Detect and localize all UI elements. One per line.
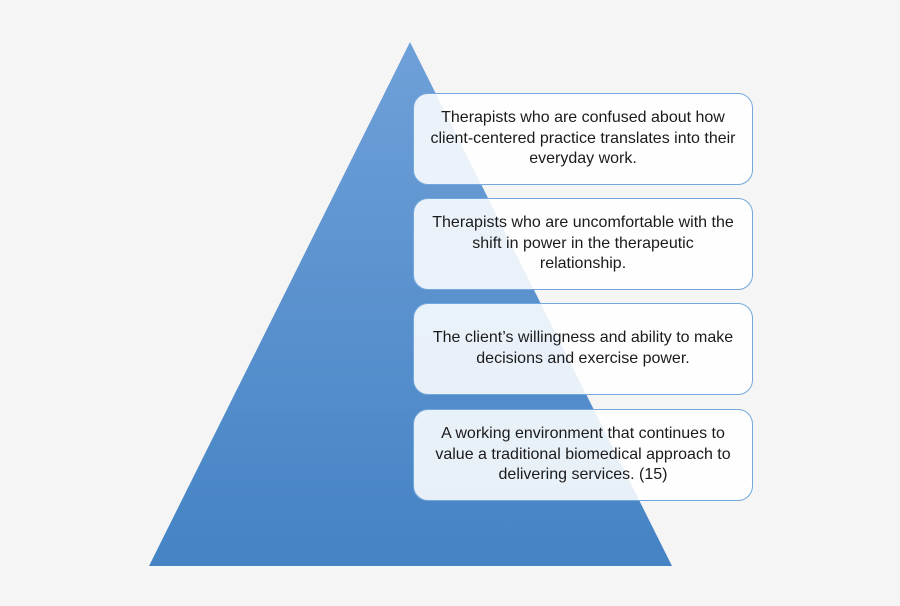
callout-level-2: Therapists who are uncomfortable with th… — [413, 198, 753, 290]
callout-level-1-text: Therapists who are confused about how cl… — [430, 108, 736, 168]
callout-level-3: The client’s willingness and ability to … — [413, 303, 753, 395]
callout-level-4: A working environment that continues to … — [413, 409, 753, 501]
callout-level-4-text: A working environment that continues to … — [435, 424, 731, 484]
callout-level-2-text: Therapists who are uncomfortable with th… — [432, 213, 734, 273]
callout-level-1: Therapists who are confused about how cl… — [413, 93, 753, 185]
callout-level-3-text: The client’s willingness and ability to … — [432, 329, 734, 367]
